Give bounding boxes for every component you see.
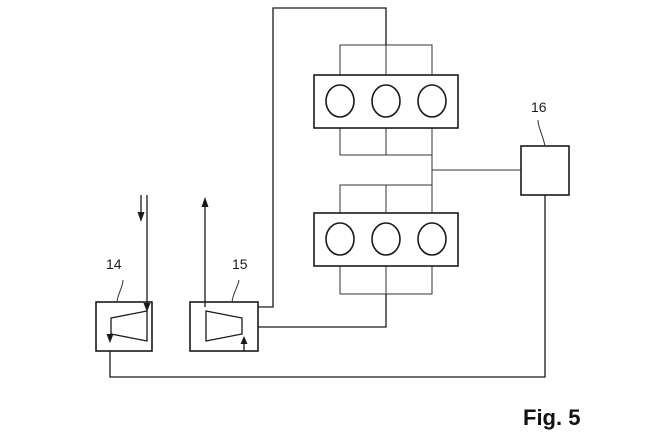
compressor-control-arrow [106,334,114,343]
turbine-outlet-arrow [201,197,209,207]
turbine-unit: 15 [189,197,259,352]
turbine-wheel [205,310,243,342]
compressor-unit: 14 [95,195,153,352]
compressor-inlet-arrow-1 [137,212,145,222]
turbine-inner-arrow [240,336,248,344]
turbine-leader-line [231,279,240,303]
upper-cylinder-2 [371,84,401,118]
controller-signal-line [109,195,546,378]
compressor-housing [95,301,153,352]
compressor-ref-label: 14 [106,256,122,272]
turbine-housing [189,301,259,352]
upper-engine-block [313,74,459,129]
upper-bank-exhaust-line [258,7,387,308]
controller-box [520,145,570,196]
figure-caption: Fig. 5 [523,405,580,430]
controller-leader-line [537,119,546,147]
upper-cylinder-1 [325,84,355,118]
lower-bank-exhaust-line [258,294,387,328]
lower-cylinder-1 [325,222,355,256]
controller-unit: 16 [520,99,570,196]
upper-cylinder-3 [417,84,447,118]
turbine-ref-label: 15 [232,256,248,272]
compressor-leader-line [116,279,124,303]
lower-cylinder-2 [371,222,401,256]
lower-cylinder-3 [417,222,447,256]
compressor-wheel [110,310,148,342]
compressor-inlet-arrow-2 [143,303,151,312]
lower-engine-block [313,212,459,267]
controller-ref-label: 16 [531,99,547,115]
